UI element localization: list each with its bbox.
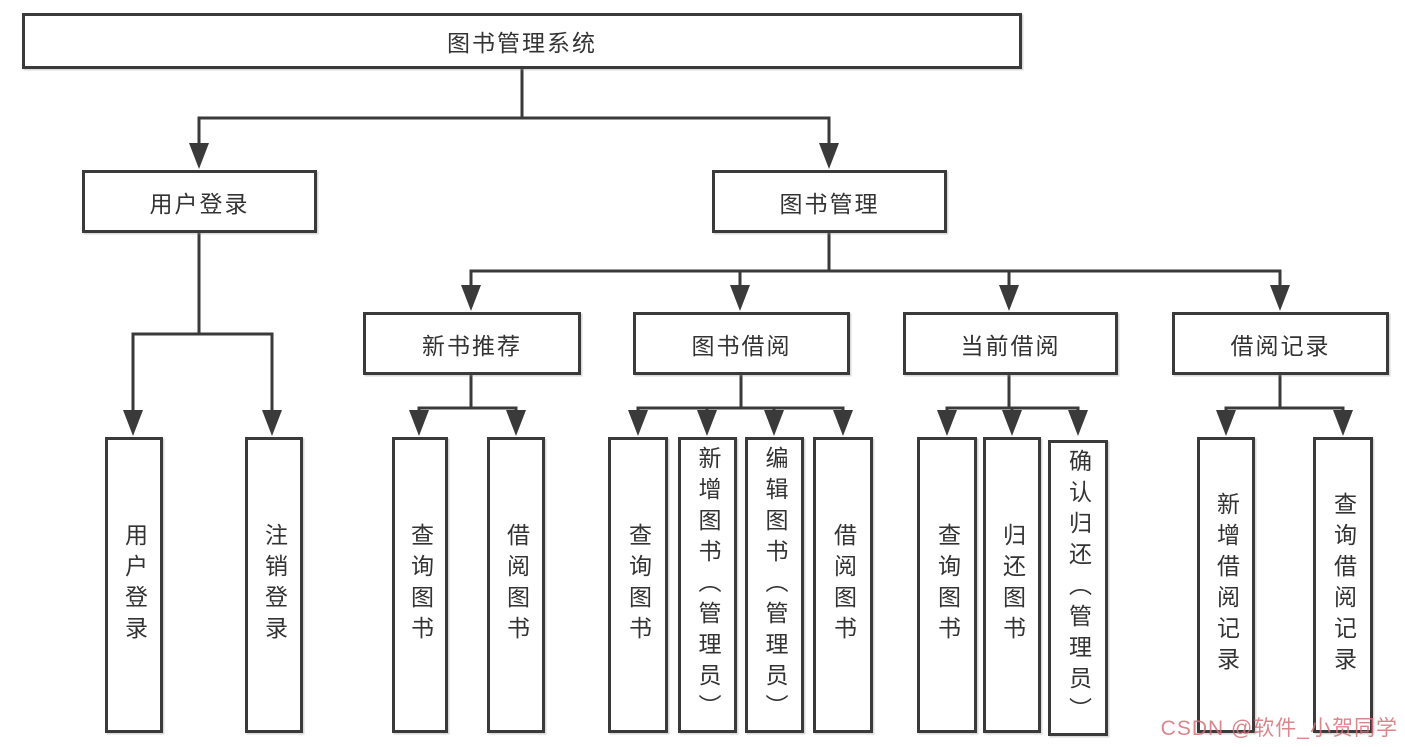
leaf-edit-books-admin: 编辑图书（管理员） [745,437,804,733]
leaf-confirm-return-admin: 确认归还（管理员） [1048,440,1108,736]
leaf-query-books-3: 查询图书 [917,437,977,733]
node-user-login: 用户登录 [82,170,317,233]
leaf-add-borrow-record: 新增借阅记录 [1197,437,1255,733]
leaf-user-login: 用户登录 [105,437,163,733]
leaf-query-books: 查询图书 [392,437,448,733]
leaf-query-books-2: 查询图书 [608,437,668,733]
node-label: 用户登录 [149,190,250,217]
node-label: 用户登录 [121,523,148,647]
leaf-return-books: 归还图书 [983,437,1041,733]
node-label: 新增图书（管理员） [695,445,721,725]
arrowhead-icons [123,143,1353,436]
node-book-management: 图书管理 [712,170,947,233]
leaf-borrow-books: 借阅图书 [487,437,545,733]
node-label: 查询借阅记录 [1330,492,1357,678]
node-book-borrow: 图书借阅 [633,312,850,375]
leaf-query-borrow-record: 查询借阅记录 [1313,437,1373,733]
node-label: 查询图书 [407,523,434,647]
node-label: 借阅图书 [503,523,530,647]
node-new-book-recommend: 新书推荐 [363,312,581,375]
node-root: 图书管理系统 [22,13,1022,69]
node-label: 借阅记录 [1230,332,1331,359]
leaf-logout-login: 注销登录 [245,437,303,733]
node-label: 图书管理 [779,190,880,217]
node-label: 编辑图书（管理员） [762,445,788,725]
node-borrow-records: 借阅记录 [1172,312,1389,375]
node-label: 查询图书 [625,523,652,647]
node-current-borrow: 当前借阅 [903,312,1118,375]
node-label: 查询图书 [934,523,961,647]
node-label: 归还图书 [999,523,1026,647]
leaf-add-books-admin: 新增图书（管理员） [678,437,737,733]
node-label: 确认归还（管理员） [1065,448,1092,728]
node-label: 注销登录 [261,523,288,647]
node-label: 新增借阅记录 [1213,492,1240,678]
node-label: 新书推荐 [422,332,522,359]
leaf-borrow-books-2: 借阅图书 [813,437,873,733]
node-label: 当前借阅 [960,332,1061,359]
node-label: 图书管理系统 [447,30,597,56]
watermark: CSDN @软件_小贺同学 [1160,717,1398,740]
node-label: 图书借阅 [691,332,792,359]
node-label: 借阅图书 [830,523,857,647]
